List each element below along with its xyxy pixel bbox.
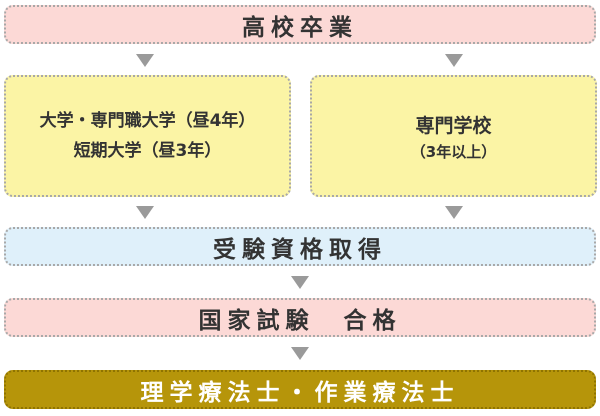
university-line-1: 大学・専門職大学（昼4年） bbox=[39, 111, 256, 131]
university-line-2: 短期大学（昼3年） bbox=[73, 141, 222, 161]
step-final-therapist: 理学療法士・作業療法士 bbox=[4, 370, 596, 409]
step-national-exam-pass: 国家試験 合格 bbox=[4, 298, 596, 337]
path-university: 大学・専門職大学（昼4年） 短期大学（昼3年） bbox=[4, 75, 291, 197]
step-high-school-label: 高校卒業 bbox=[242, 14, 358, 41]
arrow-down-left-2 bbox=[136, 206, 154, 219]
vocational-text: 専門学校 （3年以上） bbox=[411, 111, 496, 162]
step-qualification-label: 受験資格取得 bbox=[213, 236, 387, 263]
step-qualification: 受験資格取得 bbox=[4, 227, 596, 266]
step-high-school-graduation: 高校卒業 bbox=[4, 5, 596, 44]
step-final-label: 理学療法士・作業療法士 bbox=[140, 379, 460, 406]
arrow-down-left-1 bbox=[136, 54, 154, 67]
arrow-down-center-2 bbox=[291, 347, 309, 360]
arrow-down-right-2 bbox=[445, 206, 463, 219]
step-national-exam-label: 国家試験 合格 bbox=[198, 307, 402, 334]
path-vocational-school: 専門学校 （3年以上） bbox=[310, 75, 597, 197]
university-text: 大学・専門職大学（昼4年） 短期大学（昼3年） bbox=[40, 106, 256, 166]
arrow-down-right-1 bbox=[445, 54, 463, 67]
vocational-sub: （3年以上） bbox=[410, 142, 497, 161]
vocational-title: 専門学校 bbox=[415, 114, 492, 137]
arrow-down-center-1 bbox=[291, 276, 309, 289]
